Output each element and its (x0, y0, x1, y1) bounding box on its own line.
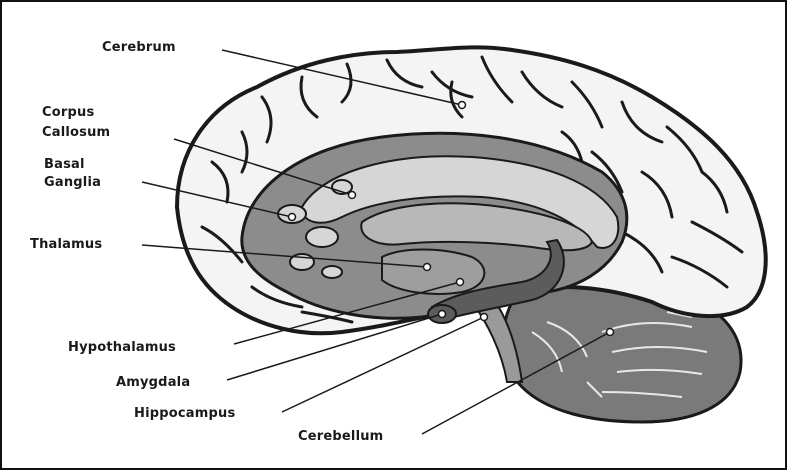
label-cerebrum: Cerebrum (102, 40, 176, 55)
label-cerebellum: Cerebellum (298, 429, 383, 444)
label-amygdala: Amygdala (116, 375, 190, 390)
label-hypothalamus: Hypothalamus (68, 340, 176, 355)
thalamus-shape (382, 250, 484, 294)
label-thalamus: Thalamus (30, 237, 102, 252)
label-basal-ganglia-line2: Ganglia (44, 175, 101, 190)
label-hippocampus: Hippocampus (134, 406, 235, 421)
label-basal-ganglia-line1: Basal (44, 157, 85, 172)
label-corpus-callosum-line1: Corpus (42, 105, 94, 120)
label-corpus-callosum-line2: Callosum (42, 125, 110, 140)
